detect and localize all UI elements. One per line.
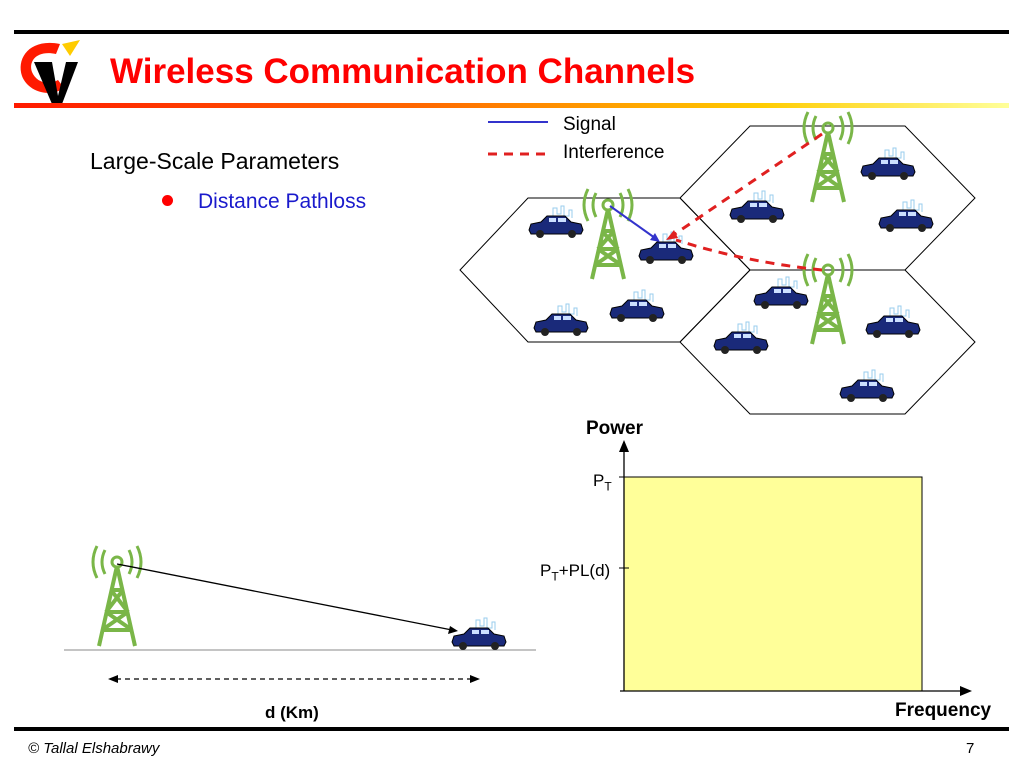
car-icon xyxy=(713,321,769,355)
tick-label-pt-main: P xyxy=(593,471,605,490)
page-number: 7 xyxy=(966,740,975,757)
footer-copyright: © Tallal Elshabrawy xyxy=(28,740,160,757)
legend-signal-label: Signal xyxy=(563,114,616,135)
tick-label-pt: PT xyxy=(593,471,612,493)
tick-label-ptpl: PT+PL(d) xyxy=(540,561,610,583)
title-underline xyxy=(14,103,1009,108)
bullet-item: Distance Pathloss xyxy=(198,190,367,213)
car-icon xyxy=(865,305,921,339)
legend-interference-label: Interference xyxy=(563,142,665,163)
dimension-arrow-right xyxy=(470,675,480,683)
slide-title: Wireless Communication Channels xyxy=(110,52,696,91)
car-icon xyxy=(753,276,809,310)
distance-ray-arrowhead xyxy=(448,626,458,634)
cell-hexagon-top-right xyxy=(679,125,976,271)
car-icon xyxy=(638,231,694,265)
signal-arrowhead xyxy=(650,233,660,242)
car-icon xyxy=(451,617,507,651)
interference-arrow xyxy=(675,238,823,272)
distance-label: d (Km) xyxy=(265,703,319,722)
distance-ray xyxy=(116,563,453,631)
car-icon xyxy=(609,289,665,323)
signal-arrow xyxy=(609,205,656,239)
tick-label-ptpl-main: P xyxy=(540,561,552,580)
y-axis-arrowhead xyxy=(619,440,629,452)
bullet-dot-icon xyxy=(162,195,173,206)
tower-icon xyxy=(91,545,143,647)
x-axis-label: Frequency xyxy=(895,700,992,721)
car-icon xyxy=(729,190,785,224)
bottom-rule xyxy=(14,727,1009,731)
logo-icon xyxy=(20,40,80,104)
tick-label-ptpl-sub: T xyxy=(551,569,559,584)
car-icon xyxy=(533,303,589,337)
tower-icon xyxy=(802,253,854,345)
car-icon xyxy=(860,147,916,181)
tick-label-pt-sub: T xyxy=(604,479,612,494)
car-icon xyxy=(878,199,934,233)
car-icon xyxy=(528,205,584,239)
tower-icon xyxy=(582,188,634,280)
top-rule xyxy=(14,30,1009,34)
interference-arrow xyxy=(671,132,823,238)
x-axis-arrowhead xyxy=(960,686,972,696)
power-spectrum-block xyxy=(623,476,923,692)
dimension-arrow-left xyxy=(108,675,118,683)
interference-arrowhead xyxy=(666,230,678,240)
tick-label-ptpl-post: +PL(d) xyxy=(558,561,611,580)
cell-hexagon-bottom-right xyxy=(679,269,976,415)
tower-icon xyxy=(802,111,854,203)
car-icon xyxy=(839,369,895,403)
section-heading: Large-Scale Parameters xyxy=(90,148,340,174)
y-axis-label: Power xyxy=(586,418,644,439)
